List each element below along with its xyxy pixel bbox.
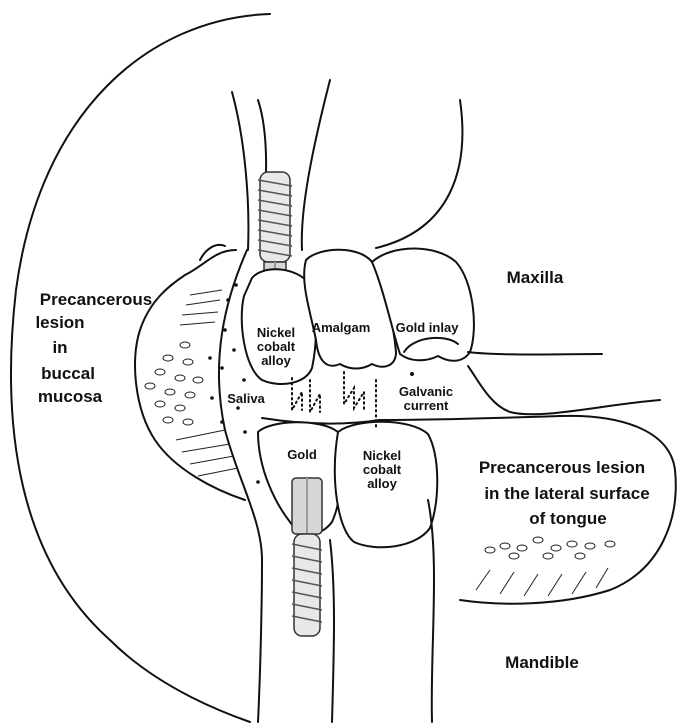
lower-gum-left	[329, 539, 335, 723]
lower-implant-screw	[291, 477, 323, 637]
amalgam-label: Amalgam	[312, 320, 371, 335]
upper-nickel-cobalt-crown	[240, 268, 317, 385]
buccal-lesion-label-1: Precancerous	[40, 290, 152, 309]
mandible-label: Mandible	[505, 653, 579, 672]
buccal-lesion-area	[134, 249, 246, 501]
cheek-inner-wall	[217, 249, 263, 723]
gold-inlay-tooth	[371, 247, 475, 362]
buccal-lesion-label-5: mucosa	[38, 387, 103, 406]
galvanic-label-1: Galvanic	[399, 384, 453, 399]
tongue-lesion-label-2: in the lateral surface	[484, 484, 649, 503]
upper-gum-right	[375, 99, 464, 249]
tongue-outline	[379, 414, 677, 605]
lower-gum-right	[427, 499, 436, 723]
buccal-lesion-cells	[144, 341, 204, 426]
lower-nickel-label-1: Nickel	[363, 448, 401, 463]
upper-gum-line-right	[467, 351, 603, 356]
lower-nickel-cobalt-tooth	[333, 420, 439, 549]
buccal-lesion-label-2: lesion	[35, 313, 84, 332]
buccal-lesion-tip	[199, 244, 226, 261]
galvanic-pointer-dot	[410, 372, 414, 376]
gold-inlay-fill	[403, 336, 459, 353]
upper-nickel-label-1: Nickel	[257, 325, 295, 340]
buccal-lesion-label-4: buccal	[41, 364, 95, 383]
tongue-lesion-label-3: of tongue	[529, 509, 606, 528]
gold-inlay-label: Gold inlay	[396, 320, 460, 335]
lower-nickel-label-3: alloy	[367, 476, 397, 491]
tongue-lesion-label-1: Precancerous lesion	[479, 458, 645, 477]
upper-gum-fold	[300, 79, 331, 251]
galvanic-label-2: current	[404, 398, 449, 413]
tongue-hatching	[475, 567, 609, 597]
buccal-hatching	[175, 289, 239, 477]
face-outline	[9, 13, 271, 723]
gold-label: Gold	[287, 447, 317, 462]
tongue-lesion-cells	[484, 536, 616, 560]
galvanic-current-path-2	[343, 371, 377, 431]
maxilla-label: Maxilla	[507, 268, 564, 287]
buccal-lesion-label-3: in	[52, 338, 67, 357]
upper-lip-left	[231, 91, 250, 251]
upper-nickel-label-2: cobalt	[257, 339, 296, 354]
saliva-label: Saliva	[227, 391, 265, 406]
upper-nickel-label-3: alloy	[261, 353, 291, 368]
galvanic-current-path-1	[291, 377, 321, 416]
saliva-dots	[208, 283, 260, 484]
lower-nickel-label-2: cobalt	[363, 462, 402, 477]
upper-gum-curve	[467, 365, 661, 416]
